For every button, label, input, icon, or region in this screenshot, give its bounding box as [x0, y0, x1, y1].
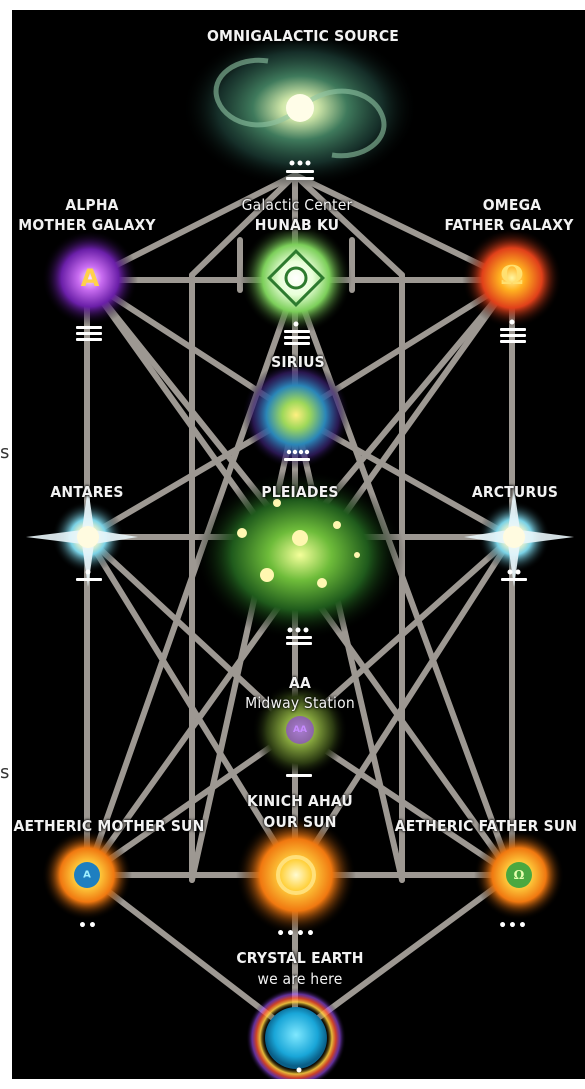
- antares-label: ANTARES: [50, 483, 123, 502]
- our-sun-label: OUR SUN: [263, 813, 336, 832]
- edge-text-upper: s: [0, 442, 9, 463]
- mother-galaxy-label: MOTHER GALAXY: [18, 216, 155, 235]
- father-galaxy-label: FATHER GALAXY: [444, 216, 573, 235]
- galactic-center-label: Galactic Center: [242, 196, 353, 215]
- we-are-here-label: we are here: [258, 970, 343, 989]
- edge-text-lower: s: [0, 762, 9, 783]
- earth-dot: [297, 1068, 302, 1073]
- sirius-label: SIRIUS: [271, 353, 325, 372]
- kinich-ahau-label: KINICH AHAU: [247, 792, 353, 811]
- aa-glyph: AA: [293, 725, 307, 735]
- aetheric-father-sun-label: AETHERIC FATHER SUN: [395, 817, 578, 836]
- omega-label: OMEGA: [483, 196, 542, 215]
- hunab-ku-orb: [240, 222, 352, 334]
- our-sun-orb: [236, 815, 356, 935]
- crystal-earth-orb: [265, 1007, 327, 1069]
- cosmic-tree-diagram: A Ω AA A Ω •• •••• ••• OMNIGALACTIC SOUR…: [12, 10, 585, 1079]
- father-sun-glyph: Ω: [514, 868, 525, 882]
- arcturus-label: ARCTURUS: [472, 483, 558, 502]
- hunab-ku-label: HUNAB KU: [255, 216, 339, 235]
- aetheric-mother-sun-label: AETHERIC MOTHER SUN: [14, 817, 205, 836]
- aa-label: AA: [289, 674, 311, 693]
- mother-sun-dots: ••: [78, 918, 98, 934]
- pleiades-label: PLEIADES: [261, 483, 338, 502]
- omnigalactic-source-label: OMNIGALACTIC SOURCE: [207, 27, 399, 46]
- midway-station-label: Midway Station: [245, 694, 355, 713]
- mother-sun-glyph: A: [83, 870, 91, 881]
- alpha-label: ALPHA: [65, 196, 118, 215]
- crystal-earth-label: CRYSTAL EARTH: [236, 949, 363, 968]
- alpha-glyph: A: [81, 264, 100, 292]
- our-sun-dots: ••••: [276, 926, 316, 942]
- father-sun-dots: •••: [498, 918, 528, 934]
- omega-glyph: Ω: [500, 261, 523, 291]
